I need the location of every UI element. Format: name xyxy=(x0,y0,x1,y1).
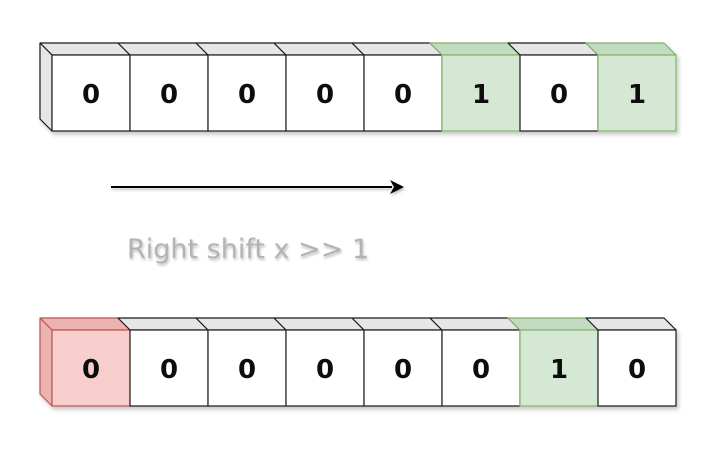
bit-top-face xyxy=(273,42,365,56)
bit-front-face xyxy=(441,54,521,132)
bit-front-face xyxy=(129,54,209,132)
shift-direction-arrow xyxy=(111,180,404,194)
bit-value: 0 xyxy=(394,80,412,110)
bit-top-face xyxy=(429,317,521,331)
bit-front-face xyxy=(363,54,443,132)
after-bit-cell-5: 0 xyxy=(429,317,521,407)
arrow-head-icon xyxy=(390,180,404,194)
before-bit-cell-0: 0 xyxy=(39,42,131,132)
bit-front-face xyxy=(51,54,131,132)
after-bit-cell-3: 0 xyxy=(273,317,365,407)
before-bit-cell-5: 1 xyxy=(429,42,521,132)
bit-value: 0 xyxy=(160,355,178,385)
bit-top-face xyxy=(273,317,365,331)
bit-front-face xyxy=(207,329,287,407)
bit-front-face xyxy=(519,329,599,407)
before-bit-cell-7: 1 xyxy=(585,42,677,132)
bit-front-face xyxy=(441,329,521,407)
shifted-bit-row: 0 0 0 0 0 0 1 0 xyxy=(39,317,677,407)
bit-top-face xyxy=(195,317,287,331)
before-bit-cell-1: 0 xyxy=(117,42,209,132)
bit-value: 0 xyxy=(550,80,568,110)
before-bit-cell-4: 0 xyxy=(351,42,443,132)
bit-front-face xyxy=(363,329,443,407)
before-bit-cell-6: 0 xyxy=(507,42,599,132)
bit-value: 1 xyxy=(550,355,568,385)
after-bit-cell-6: 1 xyxy=(507,317,599,407)
bit-front-face xyxy=(285,54,365,132)
bit-top-face xyxy=(585,42,677,56)
bit-top-face xyxy=(351,317,443,331)
bit-front-face xyxy=(207,54,287,132)
bit-front-face xyxy=(129,329,209,407)
bit-value: 0 xyxy=(238,355,256,385)
bit-top-face xyxy=(39,42,131,56)
bit-value: 0 xyxy=(394,355,412,385)
before-bit-cell-2: 0 xyxy=(195,42,287,132)
bit-value: 0 xyxy=(628,355,646,385)
bit-value: 0 xyxy=(82,80,100,110)
after-bit-cell-4: 0 xyxy=(351,317,443,407)
after-bit-cell-1: 0 xyxy=(117,317,209,407)
bit-value: 0 xyxy=(82,355,100,385)
before-bit-cell-3: 0 xyxy=(273,42,365,132)
bit-front-face xyxy=(597,329,677,407)
bit-value: 0 xyxy=(316,355,334,385)
after-bit-cell-0: 0 xyxy=(39,317,131,407)
bit-side-face xyxy=(39,317,53,407)
after-bit-cell-7: 0 xyxy=(585,317,677,407)
bit-value: 1 xyxy=(628,80,646,110)
bit-front-face xyxy=(597,54,677,132)
bit-value: 0 xyxy=(160,80,178,110)
bit-top-face xyxy=(585,317,677,331)
bit-top-face xyxy=(351,42,443,56)
shift-caption: Right shift x >> 1 xyxy=(127,234,369,265)
bit-top-face xyxy=(429,42,521,56)
bit-value: 0 xyxy=(316,80,334,110)
bit-value: 1 xyxy=(472,80,490,110)
after-bit-cell-2: 0 xyxy=(195,317,287,407)
bit-top-face xyxy=(507,42,599,56)
bit-front-face xyxy=(51,329,131,407)
bit-top-face xyxy=(117,42,209,56)
bit-value: 0 xyxy=(238,80,256,110)
bit-top-face xyxy=(39,317,131,331)
bit-top-face xyxy=(507,317,599,331)
bit-front-face xyxy=(519,54,599,132)
bit-value: 0 xyxy=(472,355,490,385)
original-bit-row: 0 0 0 0 0 1 0 1 xyxy=(39,42,677,132)
bit-side-face xyxy=(39,42,53,132)
bit-front-face xyxy=(285,329,365,407)
bit-top-face xyxy=(195,42,287,56)
bit-top-face xyxy=(117,317,209,331)
